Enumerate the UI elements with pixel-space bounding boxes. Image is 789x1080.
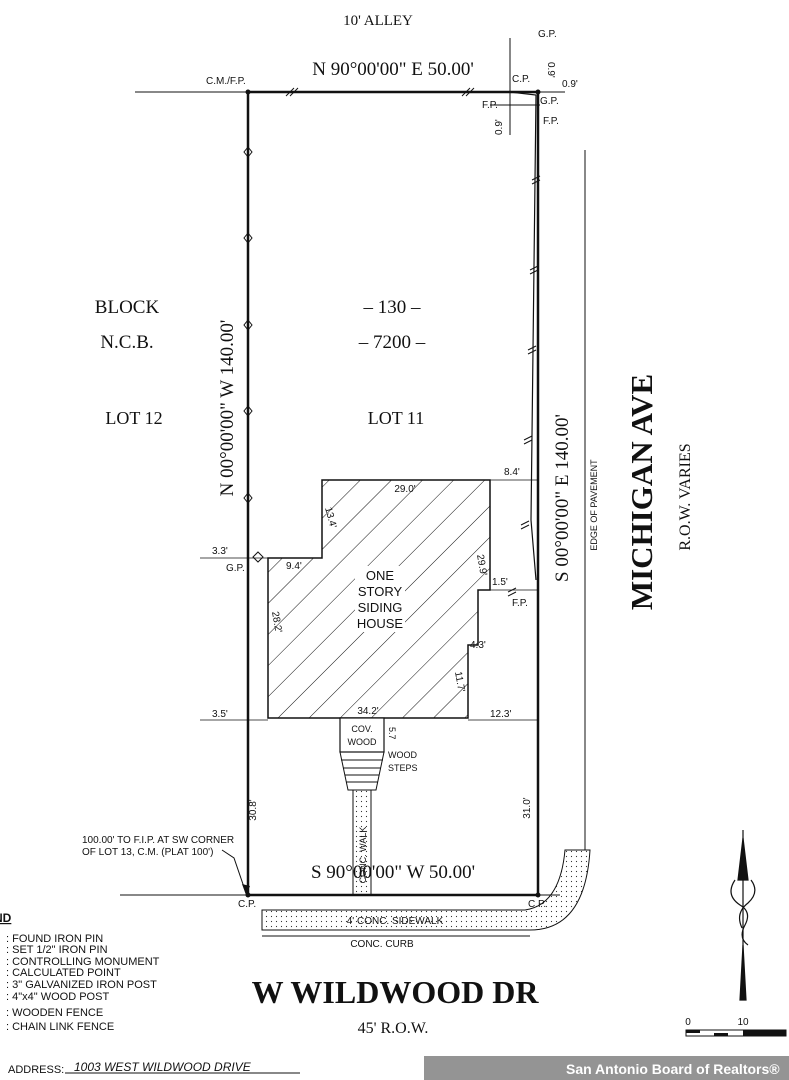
east-fence-line bbox=[509, 91, 537, 581]
dim-34-2: 34.2' bbox=[357, 706, 378, 717]
legend-item: : 3" GALVANIZED IRON POST bbox=[6, 979, 157, 991]
sidewalk-label: 4' CONC. SIDEWALK bbox=[347, 916, 444, 927]
cp-sw-label: C.P. bbox=[238, 899, 256, 910]
north-arrow-icon bbox=[730, 830, 756, 1001]
legend-item: : FOUND IRON PIN bbox=[6, 933, 103, 945]
scale-bar: 0 10 bbox=[685, 1017, 787, 1037]
legend: ND : FOUND IRON PIN : SET 1/2" IRON PIN … bbox=[0, 911, 160, 1033]
fp-east-label: F.P. bbox=[512, 598, 528, 609]
scale-label-0: 0 bbox=[685, 1017, 691, 1028]
gp-top-label: G.P. bbox=[538, 29, 557, 40]
dim-5-7: 5.7 bbox=[387, 727, 397, 740]
gp-west-label: G.P. bbox=[226, 563, 245, 574]
block-number: – 130 – bbox=[363, 297, 422, 318]
fp-ne1-label: F.P. bbox=[482, 100, 498, 111]
wood-steps bbox=[339, 751, 385, 791]
dim-31-0: 31.0' bbox=[522, 797, 533, 818]
legend-item: : CALCULATED POINT bbox=[6, 967, 121, 979]
dim-12-3: 12.3' bbox=[490, 709, 511, 720]
cov-label-1: COV. bbox=[351, 724, 372, 734]
dim-28-2: 28.2' bbox=[269, 611, 284, 634]
legend-item: : WOODEN FENCE bbox=[6, 1007, 103, 1019]
michigan-ave-label: MICHIGAN AVE bbox=[624, 374, 659, 610]
dim-29-0: 29.0' bbox=[394, 484, 415, 495]
south-bearing: S 90°00'00" W 50.00' bbox=[311, 862, 475, 883]
ncb-label: N.C.B. bbox=[100, 332, 153, 353]
cm-fp-label: C.M./F.P. bbox=[206, 76, 246, 87]
lot-12-label: LOT 12 bbox=[105, 408, 162, 428]
steps-label-1: WOOD bbox=[388, 750, 417, 760]
dim-09-top: 0.9' bbox=[545, 62, 556, 78]
walk-label: CONC. WALK bbox=[358, 827, 368, 884]
gp-ne-label: G.P. bbox=[540, 96, 559, 107]
address-value: 1003 WEST WILDWOOD DRIVE bbox=[74, 1060, 252, 1074]
cp-se-label: C.P. bbox=[528, 899, 546, 910]
legend-item: : CONTROLLING MONUMENT bbox=[6, 956, 160, 968]
legend-item: : 4"x4" WOOD POST bbox=[6, 991, 109, 1003]
dim-1-5: 1.5' bbox=[492, 577, 508, 588]
dim-4-3: 4.3' bbox=[470, 640, 486, 651]
corner-note-1: 100.00' TO F.I.P. AT SW CORNER bbox=[82, 835, 234, 846]
north-bearing: N 90°00'00" E 50.00' bbox=[312, 59, 474, 80]
fp-ne2-label: F.P. bbox=[543, 116, 559, 127]
wildwood-dr-label: W WILDWOOD DR bbox=[252, 974, 540, 1010]
dim-29-9: 29.9' bbox=[474, 554, 489, 577]
dim-09-left: 0.9' bbox=[494, 119, 505, 135]
dim-11-7: 11.7' bbox=[452, 671, 466, 693]
dim-09-right: 0.9' bbox=[562, 79, 578, 90]
watermark: San Antonio Board of Realtors® bbox=[566, 1061, 780, 1077]
house-label-2: STORY bbox=[358, 584, 403, 599]
east-bearing: S 00°00'00" E 140.00' bbox=[552, 414, 573, 582]
house-label-1: ONE bbox=[366, 568, 395, 583]
block-label: BLOCK bbox=[95, 297, 160, 318]
watermark-background bbox=[424, 1056, 789, 1080]
legend-title: ND bbox=[0, 911, 12, 925]
dim-13-4: 13.4' bbox=[322, 506, 338, 530]
dim-8-4: 8.4' bbox=[504, 467, 520, 478]
corner-note-2: OF LOT 13, C.M. (PLAT 100') bbox=[82, 847, 213, 858]
scale-label-10: 10 bbox=[737, 1017, 749, 1028]
legend-item: : SET 1/2" IRON PIN bbox=[6, 944, 108, 956]
lot-11-label: LOT 11 bbox=[368, 408, 425, 428]
west-bearing: N 00°00'00" W 140.00' bbox=[217, 320, 238, 497]
concrete-sidewalk bbox=[261, 849, 591, 931]
alley-label: 10' ALLEY bbox=[343, 13, 413, 29]
house-label-3: SIDING bbox=[358, 600, 403, 615]
dim-3-5: 3.5' bbox=[212, 709, 228, 720]
wildwood-row-label: 45' R.O.W. bbox=[358, 1020, 429, 1037]
house-label-4: HOUSE bbox=[357, 616, 404, 631]
dim-9-4: 9.4' bbox=[286, 561, 302, 572]
curb-label: CONC. CURB bbox=[350, 939, 414, 950]
legend-item: : CHAIN LINK FENCE bbox=[6, 1021, 114, 1033]
dim-30-8: 30.8' bbox=[248, 799, 259, 820]
cov-label-2: WOOD bbox=[348, 737, 377, 747]
dim-3-3: 3.3' bbox=[212, 546, 228, 557]
edge-pavement-label: EDGE OF PAVEMENT bbox=[589, 459, 599, 551]
concrete-walk bbox=[352, 789, 372, 896]
address-label: ADDRESS: bbox=[8, 1064, 64, 1076]
steps-label-2: STEPS bbox=[388, 763, 418, 773]
fence-post-markers bbox=[243, 146, 264, 563]
michigan-row-label: R.O.W. VARIES bbox=[677, 443, 694, 550]
ncb-number: – 7200 – bbox=[358, 332, 426, 353]
cp-ne-label: C.P. bbox=[512, 74, 530, 85]
